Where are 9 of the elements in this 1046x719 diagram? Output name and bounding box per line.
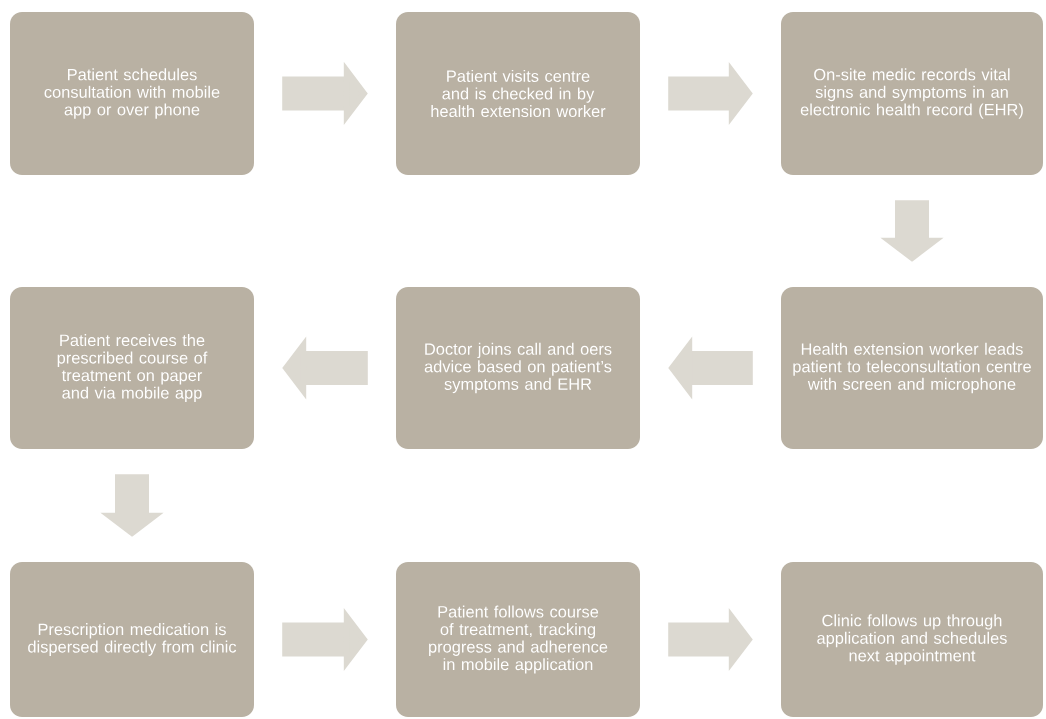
process-box: Patient visits centre and is checked in by health extension worker bbox=[396, 12, 640, 175]
process-box: Patient receives the prescribed course of treatment on paper and via mobile app bbox=[10, 287, 254, 449]
process-box: Doctor joins call and oers advice based on patient’s symptoms and EHR bbox=[396, 287, 640, 449]
process-box: Patient follows course of treatment, tracking progress and adherence in mobile application bbox=[396, 562, 640, 717]
process-box: Clinic follows up through application and schedules next appointment bbox=[781, 562, 1043, 717]
process-box: Health extension worker leads patient to teleconsultation centre with screen and microphone bbox=[781, 287, 1043, 449]
process-box: On-site medic records vital signs and symptoms in an electronic health record (EHR) bbox=[781, 12, 1043, 175]
process-box: Prescription medication is dispersed directly from clinic bbox=[10, 562, 254, 717]
process-box: Patient schedules consultation with mobile app or over phone bbox=[10, 12, 254, 175]
